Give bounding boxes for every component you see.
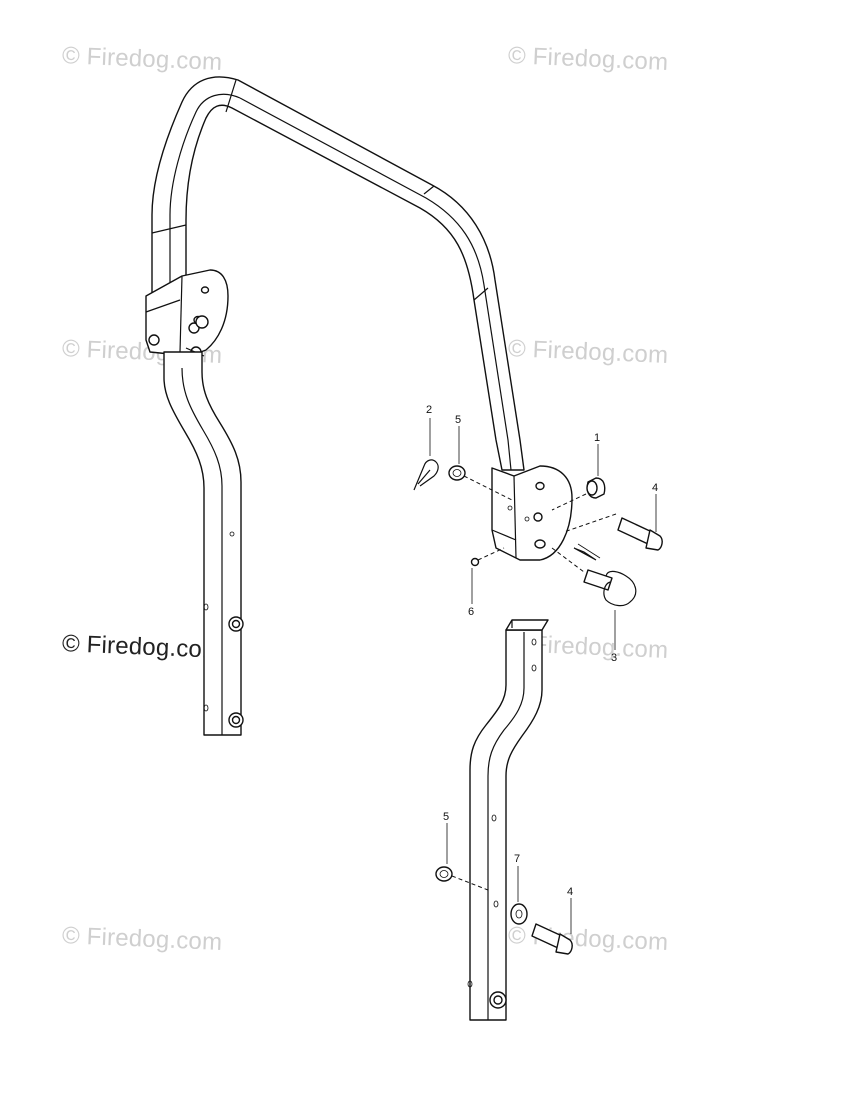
washer xyxy=(510,903,528,925)
left-upright xyxy=(163,351,244,736)
callouts: 1 2 3 4 5 6 4 5 7 xyxy=(426,404,658,934)
right-pivot-bracket xyxy=(491,465,573,561)
spacer-bushing xyxy=(586,477,606,499)
callout-7: 7 xyxy=(514,853,520,865)
bolt-lower xyxy=(531,923,573,955)
left-pivot-bracket xyxy=(145,269,229,358)
nut-lower xyxy=(435,866,453,882)
callout-1: 1 xyxy=(594,432,600,444)
callout-5-upper: 5 xyxy=(455,414,461,426)
rollbar-hoop xyxy=(151,76,525,471)
callout-3: 3 xyxy=(611,652,617,664)
callout-2: 2 xyxy=(426,404,432,416)
right-lower-upright xyxy=(467,619,549,1021)
lock-pin xyxy=(573,543,637,607)
callout-6: 6 xyxy=(468,606,474,618)
small-nut xyxy=(470,557,480,567)
callout-5-lower: 5 xyxy=(443,811,449,823)
callout-4-upper: 4 xyxy=(652,482,658,494)
assembly-lines xyxy=(463,475,617,573)
hairpin-clip xyxy=(413,459,439,491)
nut-upper xyxy=(448,465,466,481)
bolt-upper xyxy=(617,517,663,551)
callout-4-lower: 4 xyxy=(567,886,573,898)
